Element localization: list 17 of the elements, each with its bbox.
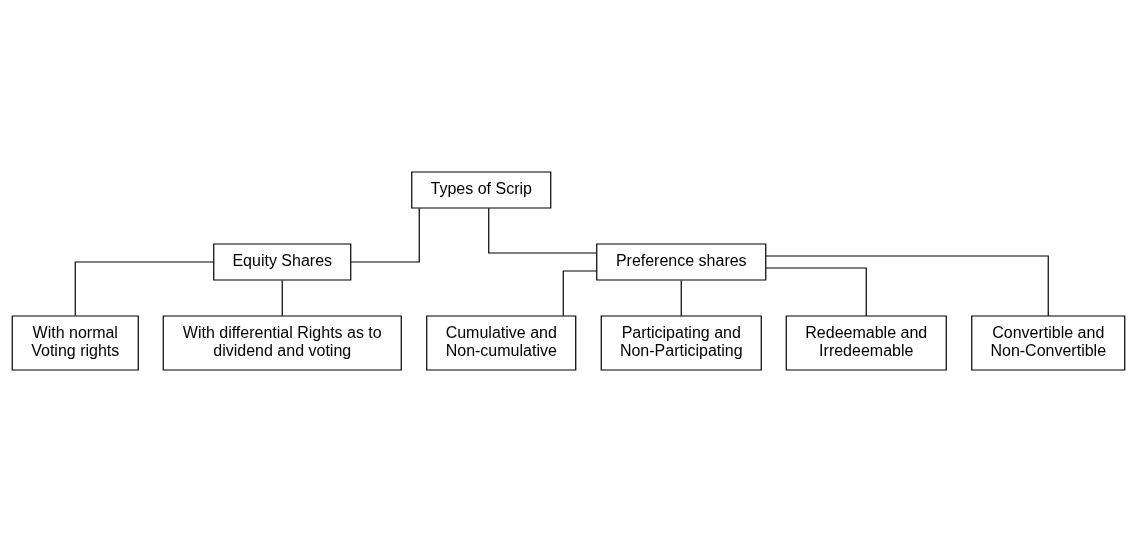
- connector: [350, 207, 420, 263]
- node-box: Equity Shares: [213, 243, 352, 281]
- node-box: Types of Scrip: [411, 171, 552, 209]
- connector: [680, 279, 682, 317]
- node-box: With differential Rights as to dividend and voting: [162, 315, 402, 371]
- connector: [488, 207, 598, 254]
- connector: [765, 255, 1049, 317]
- node-box: With normal Voting rights: [11, 315, 139, 371]
- connector: [765, 267, 867, 317]
- connector: [281, 279, 283, 317]
- node-box: Convertible and Non-Convertible: [971, 315, 1126, 371]
- node-box: Participating and Non-Participating: [600, 315, 762, 371]
- connector: [562, 270, 598, 317]
- node-box: Cumulative and Non-cumulative: [426, 315, 577, 371]
- node-box: Redeemable and Irredeemable: [785, 315, 947, 371]
- node-box: Preference shares: [596, 243, 767, 281]
- connector: [74, 261, 215, 317]
